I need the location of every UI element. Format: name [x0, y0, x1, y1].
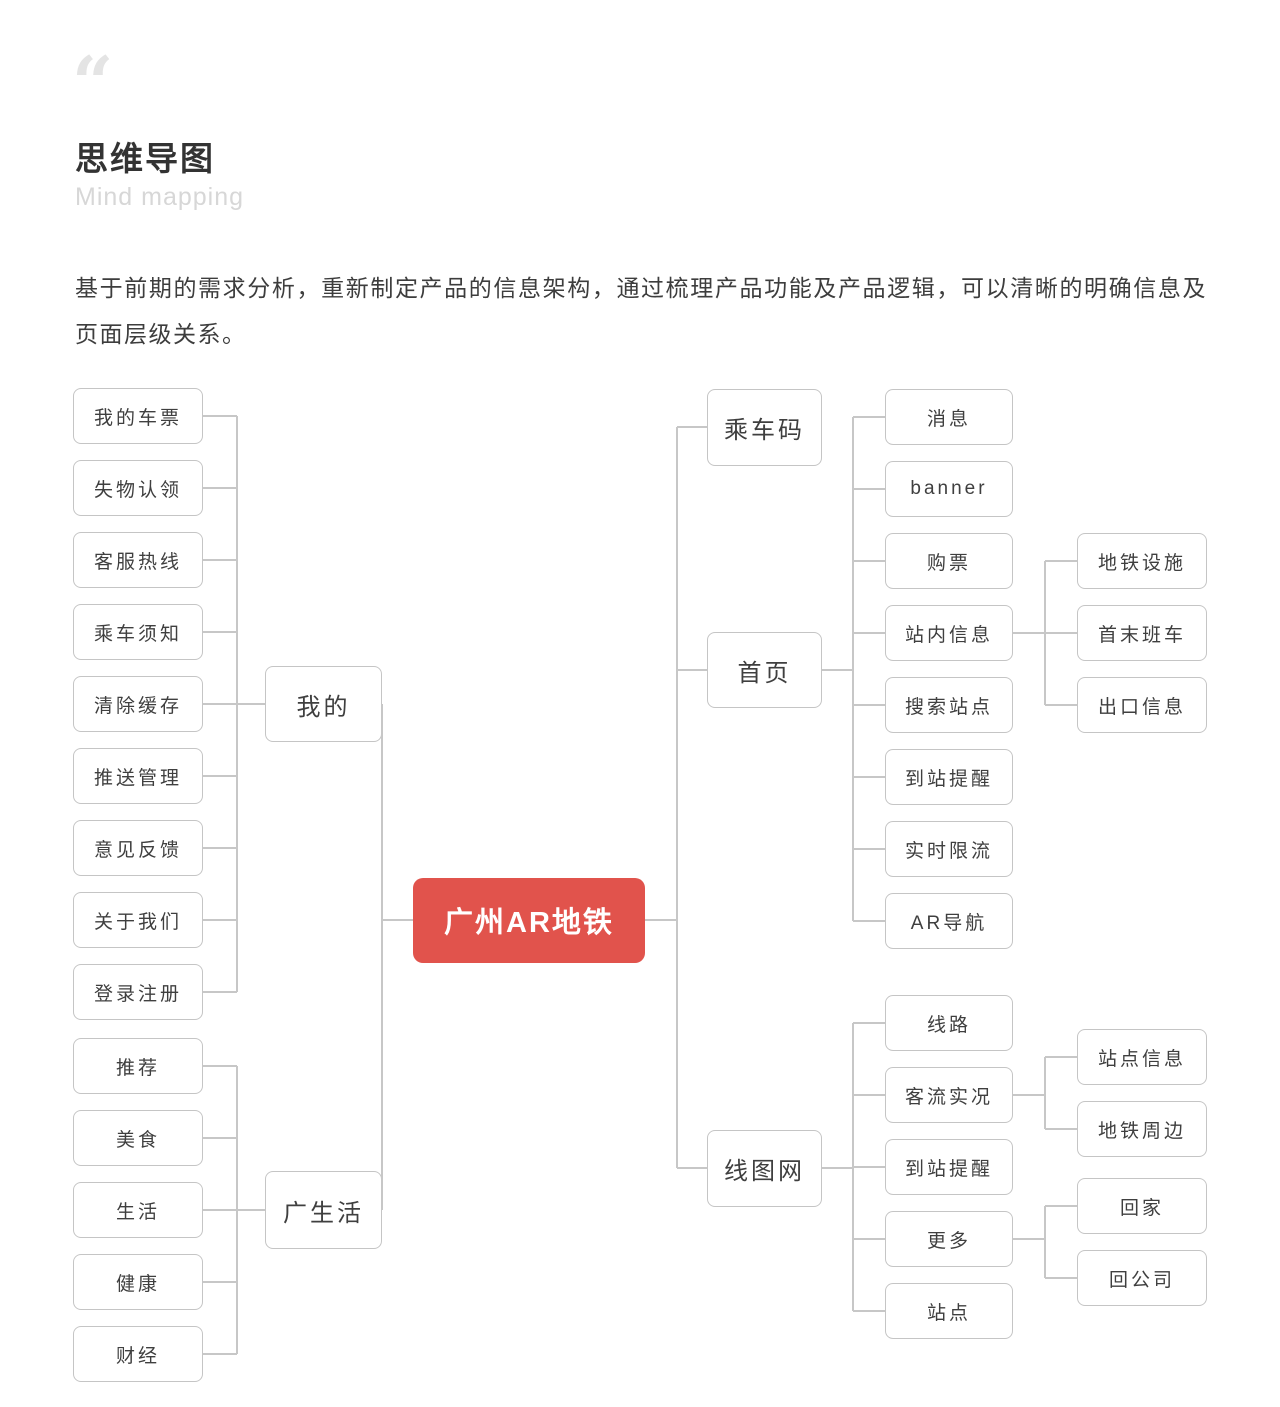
mindmap-leaf-node: 到站提醒: [885, 1139, 1013, 1195]
connector-line: [853, 488, 885, 490]
connector-line: [853, 848, 885, 850]
mindmap-leaf-node: 我的车票: [73, 388, 203, 444]
connector-line: [203, 991, 237, 993]
mindmap-leaf-node: 健康: [73, 1254, 203, 1310]
mindmap-leaf-node: 更多: [885, 1211, 1013, 1267]
mindmap-leaf-node: 出口信息: [1077, 677, 1207, 733]
connector-line: [853, 1238, 885, 1240]
connector-line: [677, 1167, 707, 1169]
page-subtitle: Mind mapping: [75, 183, 245, 211]
mindmap-leaf-node: 回公司: [1077, 1250, 1207, 1306]
connector-line: [677, 426, 707, 428]
mindmap-leaf-node: 失物认领: [73, 460, 203, 516]
connector-line: [853, 1022, 885, 1024]
connector-line: [203, 919, 237, 921]
mindmap-root-node: 广州AR地铁: [413, 877, 645, 963]
connector-line: [203, 487, 237, 489]
mindmap-leaf-node: 财经: [73, 1326, 203, 1382]
connector-line: [1045, 1128, 1077, 1130]
mindmap-leaf-node: 客服热线: [73, 532, 203, 588]
connector-line: [645, 919, 677, 921]
mindmap-leaf-node: 购票: [885, 533, 1013, 589]
mindmap-leaf-node: 站点: [885, 1283, 1013, 1339]
mindmap-leaf-node: 站内信息: [885, 605, 1013, 661]
connector-line: [203, 775, 237, 777]
connector-line: [1045, 704, 1077, 706]
mindmap-leaf-node: 线路: [885, 995, 1013, 1051]
mindmap-leaf-node: 搜索站点: [885, 677, 1013, 733]
connector-line: [203, 415, 237, 417]
mindmap-leaf-node: banner: [885, 461, 1013, 517]
connector-line: [237, 1209, 265, 1211]
connector-line: [676, 427, 678, 1168]
mindmap-branch-node: 线图网: [707, 1129, 822, 1207]
connector-line: [852, 417, 854, 921]
mindmap-branch-node: 首页: [707, 632, 822, 708]
connector-line: [853, 920, 885, 922]
connector-line: [1013, 632, 1045, 634]
mindmap-leaf-node: 地铁周边: [1077, 1101, 1207, 1157]
connector-line: [1013, 1238, 1045, 1240]
connector-line: [203, 1281, 237, 1283]
connector-line: [853, 1166, 885, 1168]
connector-line: [203, 1137, 237, 1139]
mindmap-leaf-node: 实时限流: [885, 821, 1013, 877]
connector-line: [1045, 1056, 1077, 1058]
mindmap-leaf-node: 回家: [1077, 1178, 1207, 1234]
mindmap-leaf-node: 到站提醒: [885, 749, 1013, 805]
connector-line: [203, 631, 237, 633]
page-title: 思维导图: [75, 140, 215, 177]
mindmap-leaf-node: 意见反馈: [73, 820, 203, 876]
mindmap-leaf-node: 乘车须知: [73, 604, 203, 660]
connector-line: [203, 559, 237, 561]
connector-line: [382, 919, 413, 921]
connector-line: [1044, 1057, 1046, 1129]
mindmap-branch-node: 乘车码: [707, 388, 822, 466]
connector-line: [1045, 632, 1077, 634]
connector-line: [203, 1209, 237, 1211]
mindmap-leaf-node: 消息: [885, 389, 1013, 445]
connector-line: [822, 669, 853, 671]
connector-line: [853, 704, 885, 706]
connector-line: [203, 1353, 237, 1355]
mindmap-leaf-node: 推荐: [73, 1038, 203, 1094]
connector-line: [853, 1310, 885, 1312]
mindmap-leaf-node: 推送管理: [73, 748, 203, 804]
mindmap-leaf-node: AR导航: [885, 893, 1013, 949]
mindmap-leaf-node: 客流实况: [885, 1067, 1013, 1123]
connector-line: [1045, 560, 1077, 562]
connector-line: [853, 632, 885, 634]
mindmap-leaf-node: 美食: [73, 1110, 203, 1166]
connector-line: [203, 847, 237, 849]
connector-line: [1045, 1277, 1077, 1279]
mindmap-leaf-node: 关于我们: [73, 892, 203, 948]
mindmap-leaf-node: 站点信息: [1077, 1029, 1207, 1085]
connector-line: [853, 1094, 885, 1096]
mindmap-branch-node: 我的: [265, 666, 382, 742]
connector-line: [822, 1167, 853, 1169]
mindmap-leaf-node: 清除缓存: [73, 676, 203, 732]
mindmap-leaf-node: 地铁设施: [1077, 533, 1207, 589]
connector-line: [203, 1065, 237, 1067]
mindmap-leaf-node: 首末班车: [1077, 605, 1207, 661]
connector-line: [853, 416, 885, 418]
connector-line: [1044, 1206, 1046, 1278]
connector-line: [1013, 1094, 1045, 1096]
connector-line: [381, 704, 383, 1210]
quote-icon: “: [72, 40, 113, 125]
page-description: 基于前期的需求分析，重新制定产品的信息架构，通过梳理产品功能及产品逻辑，可以清晰…: [75, 275, 1207, 347]
connector-line: [677, 669, 707, 671]
connector-line: [203, 703, 237, 705]
mindmap-leaf-node: 生活: [73, 1182, 203, 1238]
mindmap-leaf-node: 登录注册: [73, 964, 203, 1020]
mindmap-branch-node: 广生活: [265, 1171, 382, 1249]
connector-line: [853, 560, 885, 562]
connector-line: [1045, 1205, 1077, 1207]
connector-line: [237, 703, 265, 705]
connector-line: [853, 776, 885, 778]
